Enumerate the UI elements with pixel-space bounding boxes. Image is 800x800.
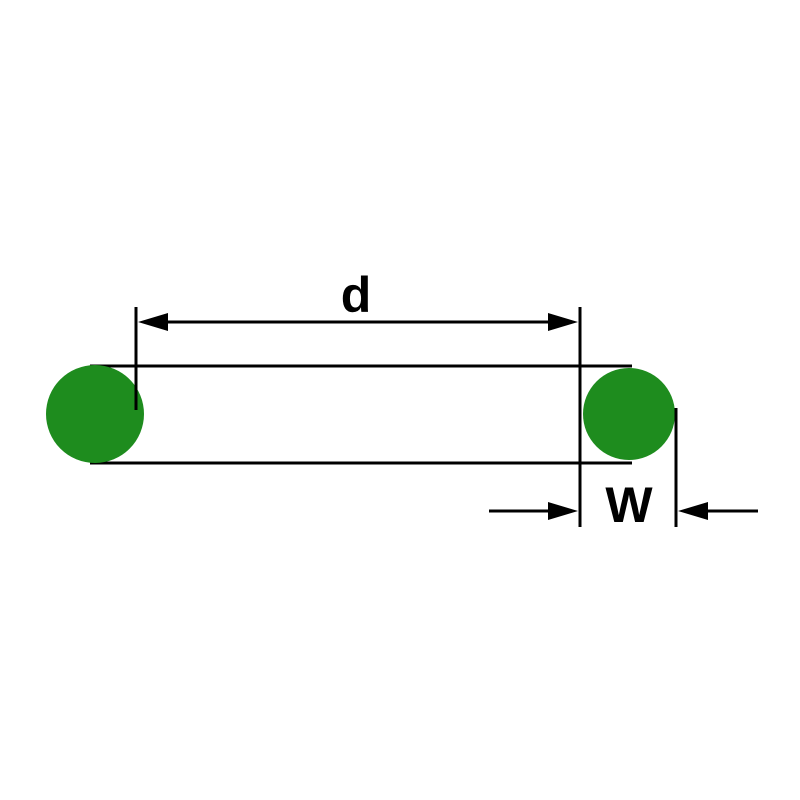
oring-right-cross-section (583, 368, 675, 460)
d-arrowhead-right-icon (548, 313, 578, 331)
oring-left-cross-section (46, 365, 144, 463)
d-arrowhead-left-icon (138, 313, 168, 331)
w-dimension-label: W (605, 477, 653, 533)
w-arrowhead-left-icon (548, 502, 578, 520)
w-arrowhead-right-icon (678, 502, 708, 520)
d-dimension-label: d (341, 267, 372, 323)
